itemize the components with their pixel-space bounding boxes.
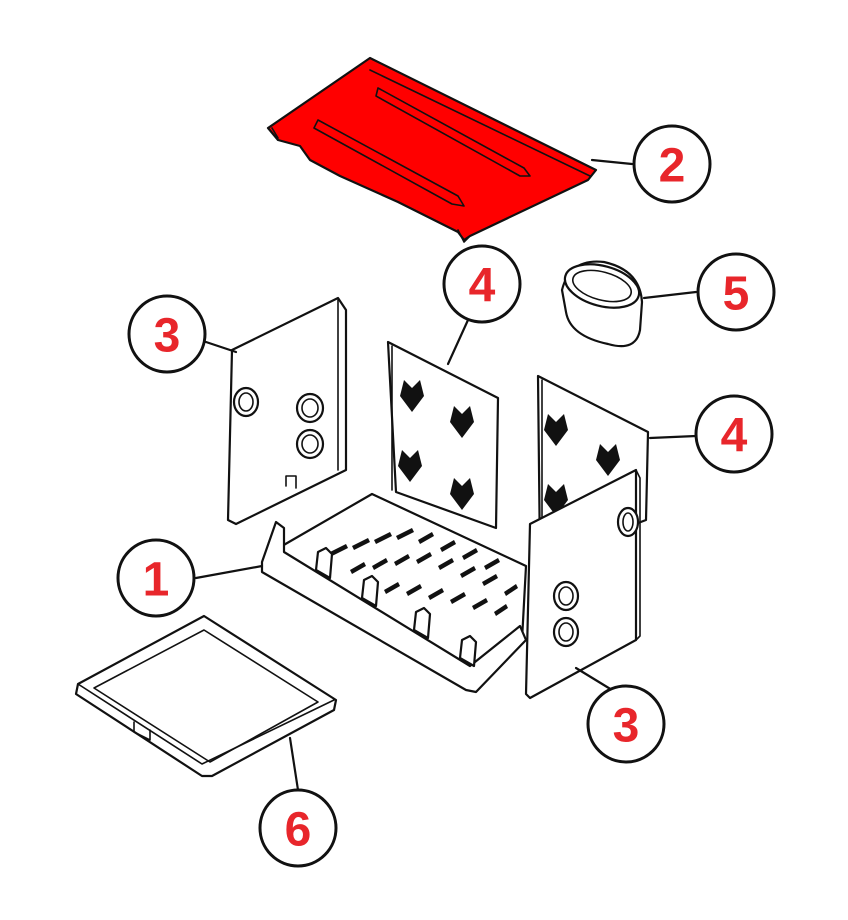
right-panel-hole-1	[616, 506, 640, 538]
ash-tray	[74, 614, 338, 778]
left-panel-notch	[285, 475, 297, 489]
left-panel-hole-3	[295, 428, 325, 460]
callout-label-ring-cap: 5	[723, 268, 750, 321]
leader-top-plate	[590, 158, 634, 166]
right-panel-hole-2	[552, 580, 580, 612]
right-panel-hole-1-inner	[622, 512, 634, 532]
leader-ash-tray	[288, 736, 300, 792]
grate-slots	[330, 528, 518, 616]
back-panel-left-fleur-1	[400, 380, 424, 412]
ring-cap-inner-rim	[571, 269, 633, 303]
ash-tray-lip	[77, 683, 335, 765]
callout-ash-tray: 6	[258, 788, 338, 868]
left-panel-hole-2	[295, 392, 325, 424]
grate-base-post-4	[458, 634, 478, 668]
left-panel-hole-2-inner	[301, 398, 319, 418]
leader-left-side-panel	[204, 340, 238, 354]
left-panel-hole-3-inner	[301, 434, 319, 454]
ash-tray-outer	[74, 614, 338, 778]
right-panel-hole-3-inner	[558, 622, 574, 642]
callout-label-right-side-panel: 3	[613, 700, 640, 753]
callout-right-side-panel: 3	[586, 684, 666, 764]
callout-label-top-plate: 2	[659, 140, 686, 193]
top-plate	[266, 56, 598, 243]
left-panel-hole-1	[232, 386, 260, 418]
ash-tray-inner	[93, 629, 319, 763]
callout-label-back-panel-right: 4	[721, 410, 748, 463]
grate-base-post-3	[412, 606, 432, 640]
callout-back-panel-left: 4	[442, 244, 522, 324]
top-plate-body	[266, 56, 598, 242]
ring-cap-rim	[563, 263, 641, 309]
callout-label-back-panel-left: 4	[469, 260, 496, 313]
grate-base-post-2	[360, 574, 380, 608]
top-plate-tab-left	[271, 127, 279, 139]
right-side-panel-body	[524, 468, 638, 700]
callout-label-left-side-panel: 3	[154, 310, 181, 363]
back-panel-right-fleur-2	[596, 444, 620, 476]
back-panel-right-fleur-1	[544, 414, 568, 446]
leader-back-panel-right	[648, 434, 698, 440]
grate-base-post-1	[314, 546, 334, 580]
top-plate-ridge	[369, 69, 591, 177]
back-panel-left-fleur-4	[450, 478, 474, 510]
right-panel-hole-2-inner	[558, 586, 574, 606]
top-plate-tab-right	[457, 229, 471, 243]
leader-lines	[194, 158, 698, 792]
right-side-panel	[524, 468, 641, 700]
top-plate-slot-lower	[313, 119, 465, 207]
left-panel-hole-1-inner	[238, 392, 254, 412]
callout-left-side-panel: 3	[127, 294, 207, 374]
callout-ring-cap: 5	[696, 252, 776, 332]
back-panel-left-fleur-3	[398, 450, 422, 482]
leader-ring-cap	[642, 290, 698, 300]
right-panel-hole-3	[552, 616, 580, 648]
back-panel-left	[386, 340, 500, 530]
leader-right-side-panel	[574, 666, 614, 692]
leader-back-panel-left	[446, 318, 470, 366]
callout-back-panel-right: 4	[694, 394, 774, 474]
left-side-panel-body	[226, 296, 348, 526]
right-side-panel-edge	[635, 469, 641, 641]
back-panel-left-fleur-2	[450, 406, 474, 438]
top-plate-slot-upper	[375, 87, 531, 177]
leader-grate-base	[194, 564, 264, 580]
callout-grate-base: 1	[116, 538, 196, 618]
ring-cap	[560, 260, 644, 348]
grate-base	[260, 492, 528, 694]
callout-label-ash-tray: 6	[285, 804, 312, 857]
ash-tray-handle	[133, 721, 151, 741]
callout-label-grate-base: 1	[143, 554, 170, 607]
back-panel-left-body	[386, 340, 500, 530]
left-side-panel	[226, 296, 348, 526]
grate-base-front-rail	[260, 520, 528, 694]
grate-base-back-rail	[371, 493, 527, 567]
callout-top-plate: 2	[632, 124, 712, 204]
